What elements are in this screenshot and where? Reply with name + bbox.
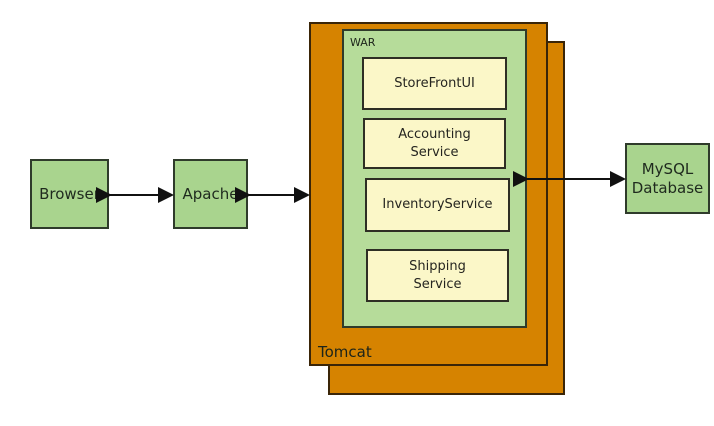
shipping-service: Shipping Service xyxy=(366,249,509,302)
war-label: WAR xyxy=(350,36,376,49)
mysql-database-label: MySQL Database xyxy=(631,159,704,197)
apache-label: Apache xyxy=(182,185,239,203)
mysql-database-node: MySQL Database xyxy=(625,143,710,214)
accounting-service: Accounting Service xyxy=(363,118,506,169)
storefrontui-label: StoreFrontUI xyxy=(394,75,475,91)
inventory-service: InventoryService xyxy=(365,178,510,232)
shipping-label: Shipping Service xyxy=(409,258,466,292)
apache-node: Apache xyxy=(173,159,248,229)
tomcat-label: Tomcat xyxy=(318,343,372,361)
browser-node: Browser xyxy=(30,159,109,229)
accounting-label: Accounting Service xyxy=(398,126,471,160)
browser-label: Browser xyxy=(39,185,100,203)
storefrontui-service: StoreFrontUI xyxy=(362,57,507,110)
inventory-label: InventoryService xyxy=(382,197,493,212)
